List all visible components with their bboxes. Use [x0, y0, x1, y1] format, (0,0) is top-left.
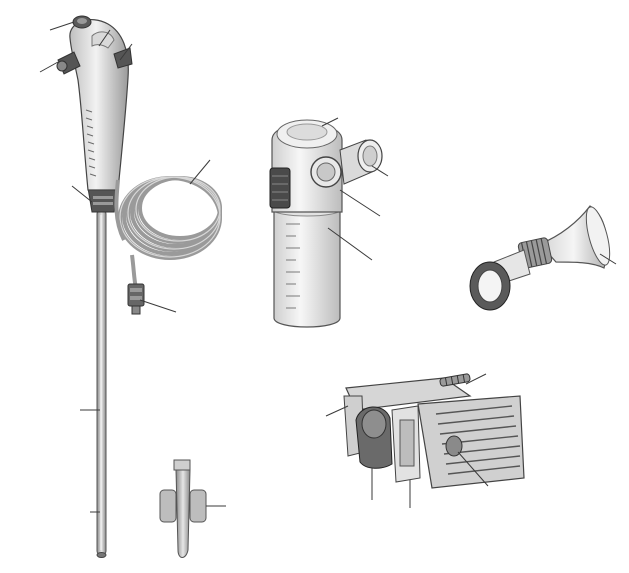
adapter-stem: [175, 469, 191, 558]
right-lever: [113, 47, 133, 69]
suction-canister: [269, 117, 389, 328]
mouthpiece: [469, 205, 617, 311]
graduation-marks: [286, 223, 300, 309]
top-screw: [439, 373, 471, 387]
canister-body: [273, 209, 341, 328]
clamp: [325, 373, 525, 508]
adapter: [159, 459, 226, 558]
cable-connector: [127, 283, 145, 315]
adapter-right-wing: [189, 489, 207, 523]
canister-leader-lines: [321, 117, 389, 261]
endoscope-leader-lines: [39, 21, 211, 513]
strain-relief: [87, 187, 119, 213]
clamp-jaw: [417, 395, 525, 489]
adapter-left-wing: [159, 489, 177, 523]
grip-panel: [269, 167, 291, 209]
clamp-leader-lines: [325, 373, 489, 508]
mouthpiece-leader-line: [599, 253, 617, 265]
handle: [69, 19, 129, 191]
grip-ridges: [85, 109, 97, 177]
endoscope: [39, 15, 222, 558]
